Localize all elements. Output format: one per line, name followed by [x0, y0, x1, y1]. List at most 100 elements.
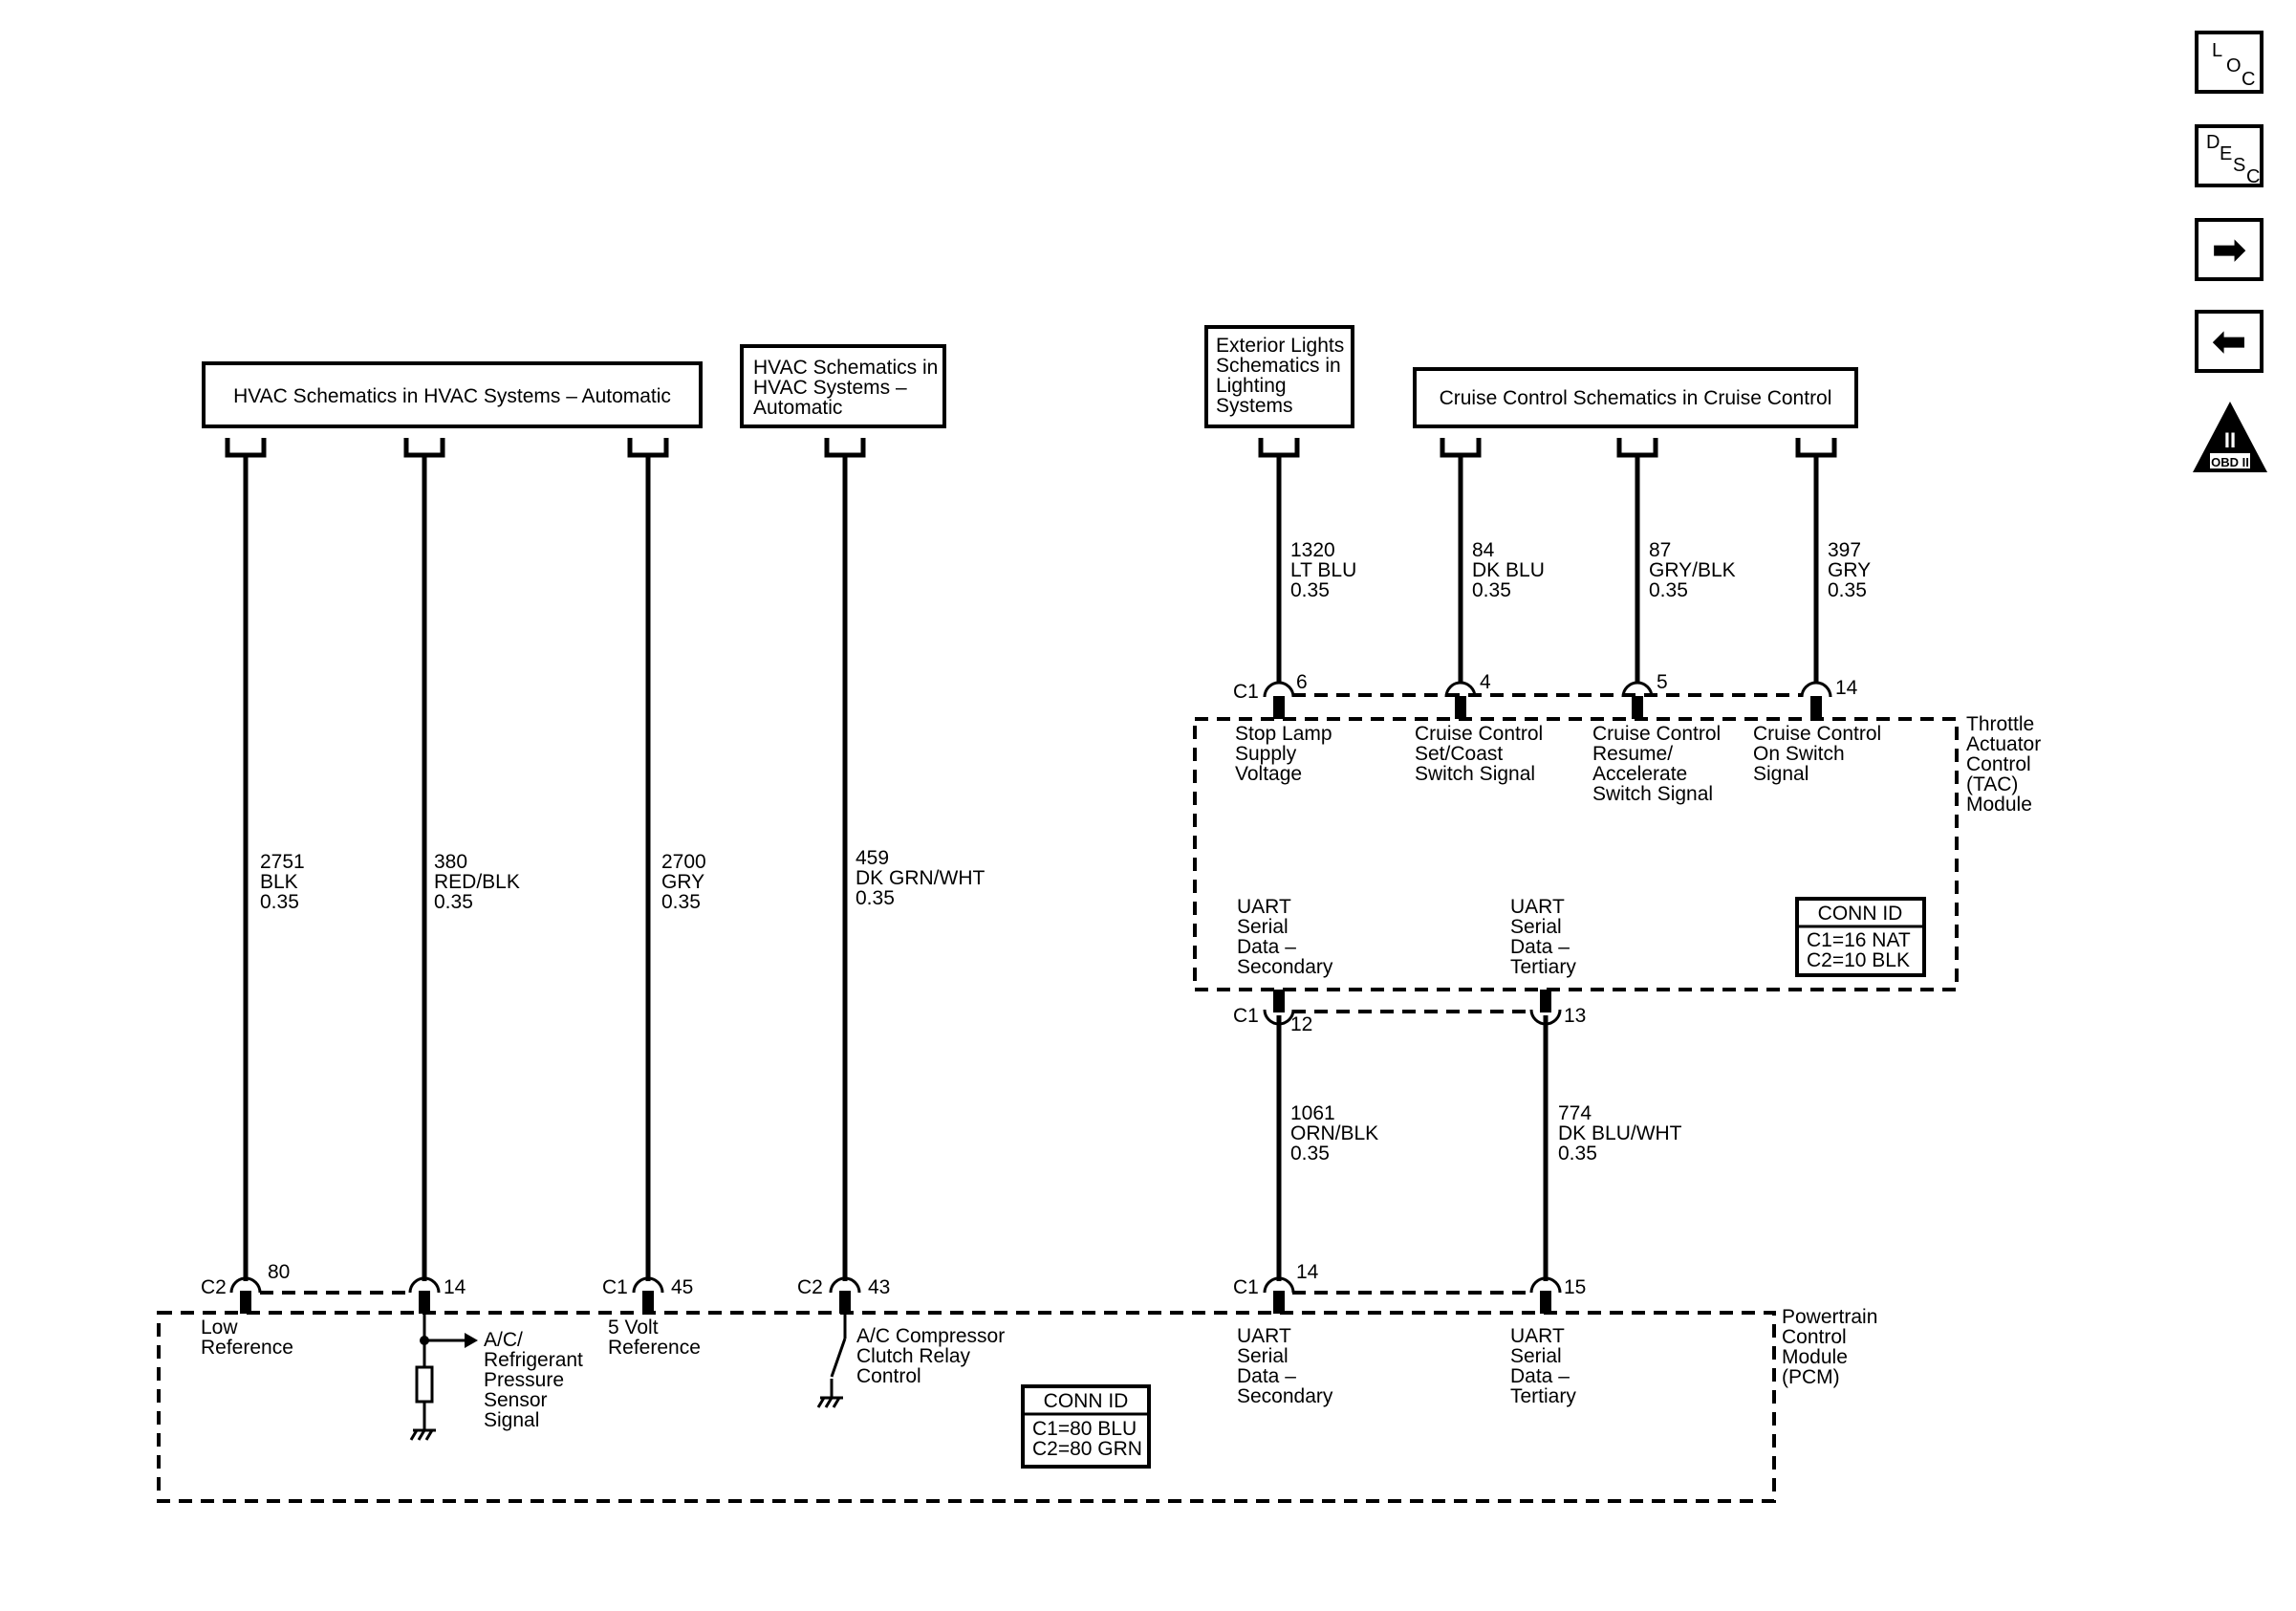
svg-text:ORN/BLK: ORN/BLK [1290, 1122, 1378, 1144]
svg-text:DK BLU: DK BLU [1472, 559, 1545, 581]
ref-terminals [225, 438, 1837, 458]
svg-text:Reference: Reference [608, 1337, 701, 1359]
switch-icon [830, 1338, 847, 1378]
svg-text:84: 84 [1472, 539, 1495, 561]
svg-text:Powertrain: Powertrain [1782, 1306, 1877, 1328]
loc-letter-l: L [2212, 40, 2223, 61]
ext-lights-ref-line: Systems [1216, 395, 1293, 417]
wire-2751-label: 2751 BLK 0.35 [260, 851, 305, 913]
svg-text:0.35: 0.35 [661, 891, 701, 913]
tac-resume-label: Cruise Control Resume/ Accelerate Switch… [1592, 723, 1721, 805]
pcm-pin-80: 80 [268, 1261, 290, 1283]
tac-pin-13: 13 [1564, 1005, 1586, 1027]
svg-text:1061: 1061 [1290, 1102, 1335, 1124]
right-arrow-icon: ➡ [2211, 225, 2247, 274]
ac-pressure-sensor-circuit [409, 1314, 478, 1441]
svg-text:2751: 2751 [260, 851, 305, 873]
svg-text:On Switch: On Switch [1753, 743, 1845, 765]
svg-text:DK GRN/WHT: DK GRN/WHT [856, 867, 985, 889]
svg-text:Low: Low [201, 1317, 238, 1339]
svg-text:0.35: 0.35 [856, 887, 895, 909]
svg-text:Data –: Data – [1237, 936, 1296, 958]
svg-text:Serial: Serial [1237, 1345, 1289, 1367]
tac-uart-secondary-label: UART Serial Data – Secondary [1237, 896, 1333, 978]
svg-text:Serial: Serial [1510, 916, 1562, 938]
tac-pin-5: 5 [1657, 671, 1668, 693]
svg-text:Clutch Relay: Clutch Relay [856, 1345, 971, 1367]
hvac-schematics-link-1[interactable]: HVAC Schematics in HVAC Systems – Automa… [202, 361, 703, 428]
pcm-connector-c2-a: C2 [201, 1276, 227, 1298]
back-button[interactable]: ⬅ [2195, 310, 2264, 373]
obd-ii-button[interactable]: II OBD II [2189, 400, 2271, 474]
svg-text:(TAC): (TAC) [1966, 773, 2018, 795]
svg-text:UART: UART [1510, 896, 1565, 918]
obd-ii-icon: II OBD II [2193, 402, 2267, 472]
svg-text:Resume/: Resume/ [1592, 743, 1673, 765]
svg-text:Pressure: Pressure [484, 1369, 564, 1391]
svg-text:DK BLU/WHT: DK BLU/WHT [1558, 1122, 1682, 1144]
svg-text:Signal: Signal [484, 1409, 539, 1431]
svg-text:C1=16 NAT: C1=16 NAT [1807, 929, 1911, 951]
tac-module: C1 6 4 5 14 C1 12 13 Throttle Actuator C… [1193, 671, 2041, 1035]
wire-labels: 2751 BLK 0.35 380 RED/BLK 0.35 2700 GRY … [260, 539, 1871, 1165]
wire-397-label: 397 GRY 0.35 [1828, 539, 1871, 601]
tac-bottom-pins [1263, 990, 1562, 1026]
svg-text:UART: UART [1510, 1325, 1565, 1347]
svg-text:0.35: 0.35 [434, 891, 473, 913]
svg-text:0.35: 0.35 [1472, 579, 1511, 601]
loc-button[interactable]: L O C [2195, 31, 2264, 94]
tac-pin-12: 12 [1290, 1013, 1312, 1035]
svg-text:BLK: BLK [260, 871, 298, 893]
desc-letter-d: D [2206, 132, 2220, 153]
pcm-connector-c1-a: C1 [602, 1276, 628, 1298]
svg-text:Tertiary: Tertiary [1510, 956, 1576, 978]
svg-text:Cruise Control: Cruise Control [1592, 723, 1721, 745]
pcm-pin-14a: 14 [444, 1276, 466, 1298]
tac-bottom-connector-id: C1 [1233, 1005, 1259, 1027]
ext-lights-ref-line: Schematics in [1216, 355, 1341, 377]
ground-icon [816, 1396, 843, 1408]
wire-380-label: 380 RED/BLK 0.35 [434, 851, 520, 913]
svg-text:Accelerate: Accelerate [1592, 763, 1687, 785]
svg-text:0.35: 0.35 [1290, 579, 1330, 601]
pcm-connector-c1-b: C1 [1233, 1276, 1259, 1298]
desc-letter-s: S [2233, 155, 2246, 176]
svg-text:Module: Module [1782, 1346, 1848, 1368]
svg-text:2700: 2700 [661, 851, 706, 873]
svg-text:C1=80 BLU: C1=80 BLU [1032, 1418, 1137, 1440]
tac-set-coast-label: Cruise Control Set/Coast Switch Signal [1415, 723, 1543, 785]
pcm-module: C2 C1 C2 C1 80 14 45 43 14 15 Powertrain… [157, 1261, 1877, 1503]
svg-text:Secondary: Secondary [1237, 956, 1333, 978]
pcm-uart-tertiary-label: UART Serial Data – Tertiary [1510, 1325, 1576, 1407]
exterior-lights-schematics-link[interactable]: Exterior Lights Schematics in Lighting S… [1204, 325, 1354, 428]
hvac-schematics-link-2[interactable]: HVAC Schematics in HVAC Systems – Automa… [740, 344, 946, 428]
svg-text:459: 459 [856, 847, 889, 869]
svg-text:Sensor: Sensor [484, 1389, 548, 1411]
svg-text:380: 380 [434, 851, 467, 873]
svg-text:GRY: GRY [661, 871, 704, 893]
svg-text:0.35: 0.35 [1558, 1143, 1597, 1165]
svg-text:Actuator: Actuator [1966, 733, 2041, 755]
ac-relay-switch-circuit [816, 1314, 847, 1408]
tac-module-name: Throttle Actuator Control (TAC) Module [1966, 713, 2041, 816]
tac-pin-14: 14 [1835, 677, 1858, 699]
pcm-conn-id-box: CONN ID C1=80 BLU C2=80 GRN [1021, 1384, 1151, 1469]
forward-button[interactable]: ➡ [2195, 218, 2264, 281]
wire-87-label: 87 GRY/BLK 0.35 [1649, 539, 1736, 601]
pcm-pin-15: 15 [1564, 1276, 1586, 1298]
cruise-control-schematics-link[interactable]: Cruise Control Schematics in Cruise Cont… [1413, 367, 1858, 428]
tac-uart-tertiary-label: UART Serial Data – Tertiary [1510, 896, 1576, 978]
svg-text:Throttle: Throttle [1966, 713, 2034, 735]
tac-on-switch-label: Cruise Control On Switch Signal [1753, 723, 1881, 785]
svg-text:0.35: 0.35 [260, 891, 299, 913]
svg-text:774: 774 [1558, 1102, 1592, 1124]
svg-text:Data –: Data – [1237, 1365, 1296, 1387]
svg-text:Secondary: Secondary [1237, 1385, 1333, 1407]
svg-text:Switch Signal: Switch Signal [1592, 783, 1713, 805]
desc-button[interactable]: D E S C [2195, 124, 2264, 187]
wiring-diagram: HVAC Schematics in HVAC Systems – Automa… [157, 325, 2041, 1503]
svg-text:(PCM): (PCM) [1782, 1366, 1840, 1388]
pcm-connector-c2-b: C2 [797, 1276, 823, 1298]
pcm-ac-relay-label: A/C Compressor Clutch Relay Control [856, 1325, 1005, 1387]
svg-text:Control: Control [856, 1365, 921, 1387]
